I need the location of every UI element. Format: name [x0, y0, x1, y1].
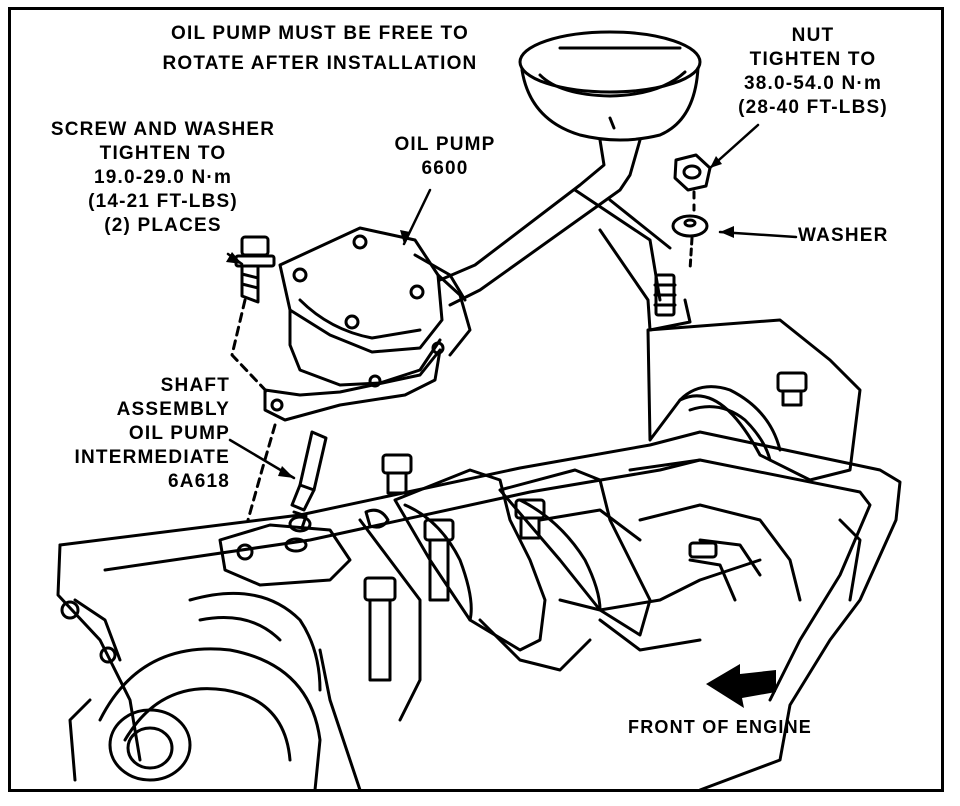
block-inner-rail — [103, 458, 872, 702]
pump-flange — [263, 348, 442, 422]
screw-washer-label: SCREW AND WASHER TIGHTEN TO 19.0-29.0 N·… — [28, 118, 298, 238]
shaft-line-4: INTERMEDIATE — [74, 447, 230, 468]
block-rail — [58, 430, 902, 792]
nut-line-1: NUT — [791, 25, 835, 46]
shaft-line-5: 6A618 — [168, 471, 230, 492]
front-arrow-icon — [706, 664, 776, 708]
diagram-border — [8, 7, 944, 792]
intermediate-shaft — [288, 430, 328, 533]
washer-label: WASHER — [798, 225, 889, 246]
shaft-line-2: ASSEMBLY — [116, 399, 230, 420]
front-pulley — [98, 647, 322, 792]
rotate-note-line-2: ROTATE AFTER INSTALLATION — [162, 53, 478, 74]
screw-washer-line-1: SCREW AND WASHER — [50, 119, 276, 140]
nut-line-3: 38.0-54.0 N·m — [743, 73, 883, 94]
oil-pump-line-1: OIL PUMP — [394, 134, 496, 155]
pickup-tube — [438, 138, 606, 282]
rotate-note: OIL PUMP MUST BE FREE TO ROTATE AFTER IN… — [120, 22, 520, 76]
screw-washer-line-4: (14-21 FT-LBS) — [88, 191, 238, 212]
bearing-cap-1 — [393, 468, 547, 652]
shaft-line-3: OIL PUMP — [128, 423, 230, 444]
screw-washer-line-5: (2) PLACES — [104, 215, 222, 236]
leader-lines — [226, 123, 798, 480]
cap-bolts — [363, 371, 808, 682]
front-of-engine-label: FRONT OF ENGINE — [628, 717, 812, 737]
nut-label: NUT TIGHTEN TO 38.0-54.0 N·m (28-40 FT-L… — [708, 24, 918, 120]
block-side — [56, 543, 142, 762]
screw-washer-line-3: 19.0-29.0 N·m — [93, 167, 233, 188]
arrowheads — [226, 156, 734, 478]
shaft-line-1: SHAFT — [160, 375, 230, 396]
bearing-cap-2 — [498, 468, 652, 637]
oil-pump-line-2: 6600 — [421, 158, 469, 179]
oil-pump-body — [278, 226, 444, 354]
nut-and-washer — [671, 153, 712, 238]
screw-and-washer — [234, 235, 276, 304]
shaft-label: SHAFT ASSEMBLY OIL PUMP INTERMEDIATE 6A6… — [20, 374, 230, 494]
pickup-screen — [518, 30, 702, 94]
rotate-note-line-1: OIL PUMP MUST BE FREE TO — [170, 23, 469, 44]
screw-washer-line-2: TIGHTEN TO — [99, 143, 227, 164]
oil-pump-label: OIL PUMP 6600 — [380, 133, 510, 181]
nut-line-2: TIGHTEN TO — [749, 49, 877, 70]
nut-line-4: (28-40 FT-LBS) — [738, 97, 888, 118]
